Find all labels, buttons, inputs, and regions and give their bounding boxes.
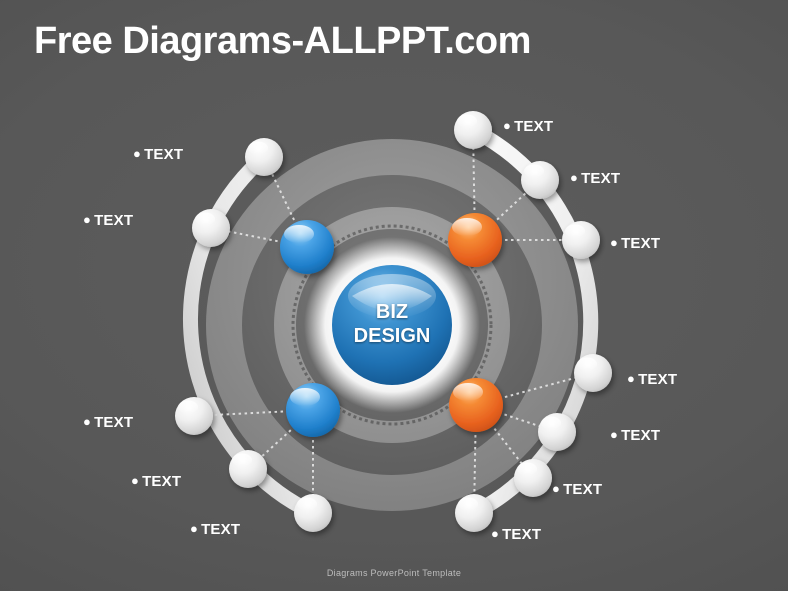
bullet-icon: ● bbox=[83, 212, 92, 227]
center-sphere[interactable] bbox=[332, 265, 452, 385]
bullet-icon: ● bbox=[503, 118, 512, 133]
bullet-icon: ● bbox=[133, 146, 142, 161]
label-sat-5-text: TEXT bbox=[201, 521, 241, 538]
hub-spheres bbox=[280, 213, 503, 437]
bullet-icon: ● bbox=[131, 473, 140, 488]
label-sat-8[interactable]: ●TEXT bbox=[610, 427, 660, 444]
sat-10[interactable] bbox=[562, 221, 600, 259]
bullet-icon: ● bbox=[552, 481, 561, 496]
sat-5[interactable] bbox=[294, 494, 332, 532]
footer-caption: Diagrams PowerPoint Template bbox=[326, 568, 462, 578]
satellite-spheres bbox=[175, 111, 612, 532]
label-sat-4[interactable]: ●TEXT bbox=[131, 473, 181, 490]
label-sat-10-text: TEXT bbox=[621, 235, 661, 252]
sat-9[interactable] bbox=[574, 354, 612, 392]
ring-dash-accent bbox=[291, 224, 493, 426]
bullet-icon: ● bbox=[83, 414, 92, 429]
hub-top-left[interactable] bbox=[280, 220, 334, 274]
label-sat-10[interactable]: ●TEXT bbox=[610, 235, 660, 252]
label-sat-4-text: TEXT bbox=[142, 473, 182, 490]
label-sat-12[interactable]: ●TEXT bbox=[503, 118, 553, 135]
label-sat-7-text: TEXT bbox=[563, 481, 603, 498]
hub-bottom-left[interactable] bbox=[286, 383, 340, 437]
label-sat-9[interactable]: ●TEXT bbox=[627, 371, 677, 388]
label-sat-2-text: TEXT bbox=[94, 212, 134, 229]
hub-top-right[interactable] bbox=[448, 213, 502, 267]
label-sat-3-text: TEXT bbox=[94, 414, 134, 431]
page-title: Free Diagrams-ALLPPT.com bbox=[34, 20, 531, 62]
sat-1[interactable] bbox=[245, 138, 283, 176]
label-sat-6-text: TEXT bbox=[502, 526, 542, 543]
sat-12[interactable] bbox=[454, 111, 492, 149]
hub-bottom-right[interactable] bbox=[449, 378, 503, 432]
label-sat-9-text: TEXT bbox=[638, 371, 678, 388]
bullet-icon: ● bbox=[610, 235, 619, 250]
label-sat-2[interactable]: ●TEXT bbox=[83, 212, 133, 229]
bullet-icon: ● bbox=[610, 427, 619, 442]
label-sat-1[interactable]: ●TEXT bbox=[133, 146, 183, 163]
sat-7[interactable] bbox=[514, 459, 552, 497]
label-sat-5[interactable]: ●TEXT bbox=[190, 521, 240, 538]
label-sat-1-text: TEXT bbox=[144, 146, 184, 163]
label-sat-12-text: TEXT bbox=[514, 118, 554, 135]
sat-2[interactable] bbox=[192, 209, 230, 247]
sat-3[interactable] bbox=[175, 397, 213, 435]
bullet-icon: ● bbox=[491, 526, 500, 541]
sat-8[interactable] bbox=[538, 413, 576, 451]
sat-6[interactable] bbox=[455, 494, 493, 532]
connector-1 bbox=[263, 156, 308, 248]
label-sat-11-text: TEXT bbox=[581, 170, 621, 187]
connector-2 bbox=[210, 227, 308, 248]
bullet-icon: ● bbox=[190, 521, 199, 536]
label-sat-7[interactable]: ●TEXT bbox=[552, 481, 602, 498]
bullet-icon: ● bbox=[570, 170, 579, 185]
bullet-icon: ● bbox=[627, 371, 636, 386]
label-sat-6[interactable]: ●TEXT bbox=[491, 526, 541, 543]
label-sat-3[interactable]: ●TEXT bbox=[83, 414, 133, 431]
label-sat-8-text: TEXT bbox=[621, 427, 661, 444]
sat-11[interactable] bbox=[521, 161, 559, 199]
sat-4[interactable] bbox=[229, 450, 267, 488]
label-sat-11[interactable]: ●TEXT bbox=[570, 170, 620, 187]
